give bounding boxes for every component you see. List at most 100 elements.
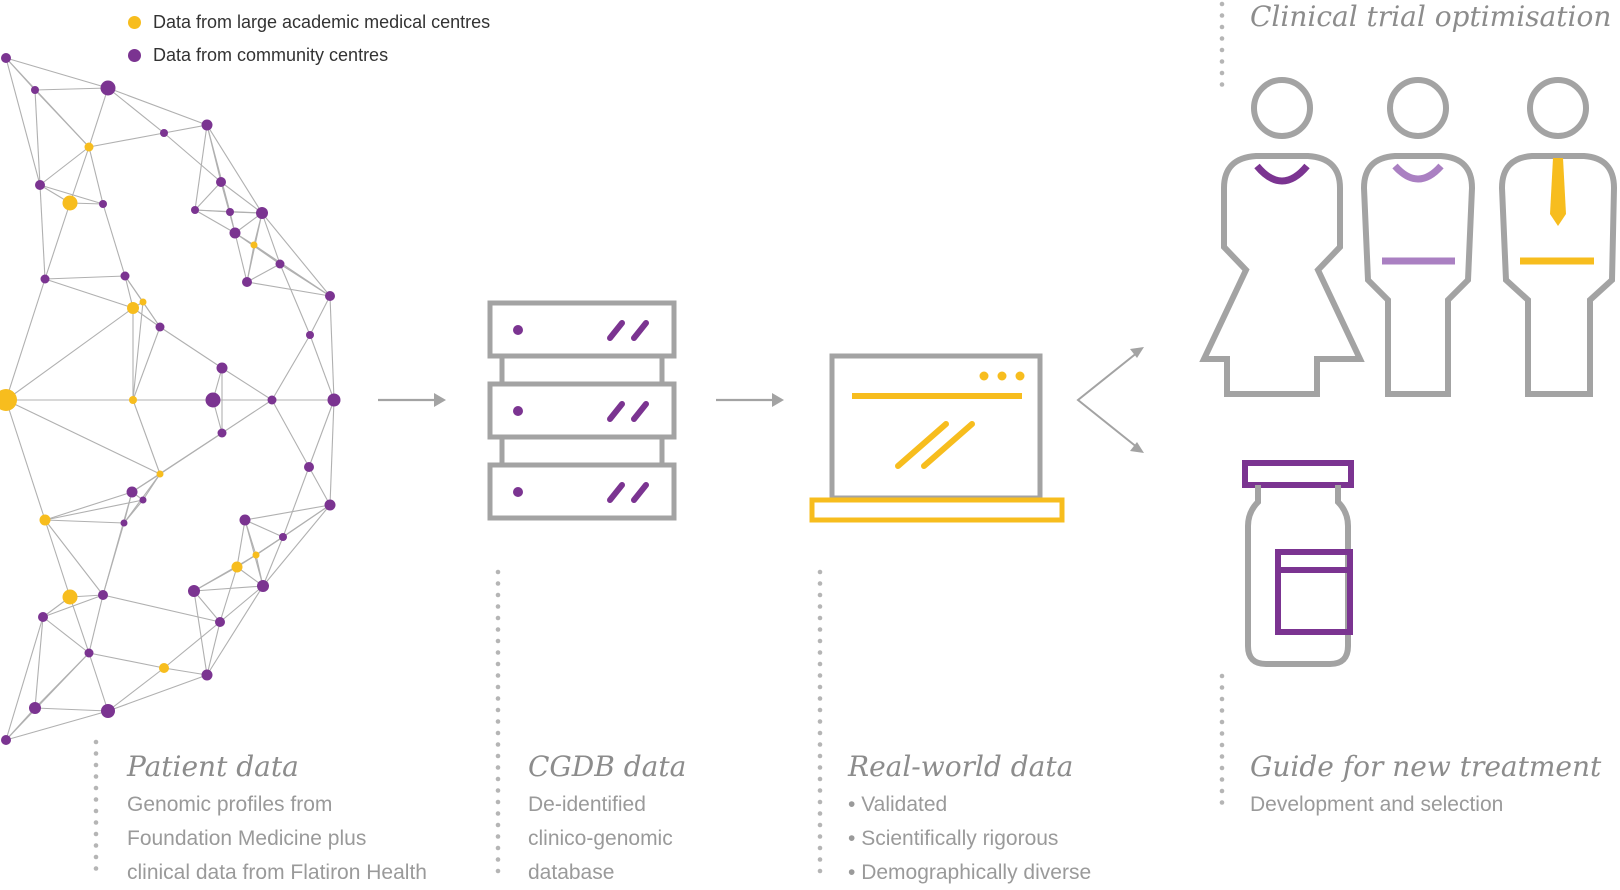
network-edge [44,278,134,309]
guide-dot [495,799,501,805]
network-edge [39,184,46,280]
guide-dot [495,627,501,632]
network-node [29,702,41,714]
guide-dot [93,854,99,860]
guide-dot [1219,673,1225,679]
network-edge [34,87,109,91]
network-node [242,277,252,287]
guide-dot [495,811,501,816]
network-node [99,200,107,208]
network-edge [246,281,331,297]
guide-dot [817,638,823,644]
cgdb-data-description: De-identified clinico-genomic database [528,788,673,890]
guide-dot [495,730,501,736]
guide-dot [1219,777,1225,782]
network-node [250,241,258,249]
network-edge [221,367,273,401]
network-edge [44,275,126,280]
guide-dot [495,776,501,782]
network-node [127,302,139,314]
network-edge [329,295,335,401]
network-edge [69,596,90,654]
network-edge [88,132,165,148]
guide-dot [817,834,823,839]
network-node [257,580,269,592]
guide-dot [495,707,501,713]
network-node [327,393,341,407]
network-edge [34,89,41,186]
network-node [201,119,213,131]
guide-dot [495,638,501,644]
guide-dot [495,857,501,862]
guide-dot [1219,708,1225,713]
guide-dot [495,650,501,655]
network-edge [194,209,236,234]
network-edge [5,399,161,475]
guide-dot [817,673,823,678]
network-edge [102,491,133,596]
guide-dot [93,866,99,871]
network-edge [88,146,104,205]
network-edge [107,674,208,712]
bullet-item: Scientifically rigorous [848,822,1091,856]
network-node [84,142,94,152]
guide-dot [495,615,501,621]
guide-dot [817,592,823,598]
network-edge [206,124,263,214]
new-treatment-heading: Guide for new treatment [1250,750,1602,783]
network-node [126,486,138,498]
guide-dot [1219,47,1225,53]
network-edge [131,432,223,493]
network-edge [262,536,284,587]
guide-dot [1219,754,1225,759]
network-edge [234,232,281,265]
network-edge [244,504,331,521]
network-edge [44,202,71,280]
network-edge [194,181,222,211]
network-node [191,206,199,214]
network-edge [163,621,221,669]
network-edge [5,616,44,741]
guide-dot [817,684,823,690]
network-node [229,227,241,239]
network-node [98,590,108,600]
guide-dot [817,776,823,782]
network-edge [163,132,222,183]
legend-item-community: Data from community centres [128,39,490,72]
network-edge [5,307,134,401]
person-male-icon [1498,77,1618,397]
guide-dot [495,719,501,724]
guide-dot [495,868,501,874]
network-edge [234,232,248,283]
network-edge [102,594,221,623]
guide-dot [1219,13,1225,18]
network-node [325,291,335,301]
network-node [129,396,137,404]
network-edge [220,181,263,214]
bullet-item: Validated [848,788,1091,822]
network-node [62,589,78,605]
guide-dot [817,696,823,701]
guide-dot [817,707,823,713]
network-node [304,462,314,472]
database-server-icon [487,300,677,521]
network-node [39,514,51,526]
network-edge [88,594,104,654]
network-node [252,551,260,559]
real-world-data-bullets: Validated Scientifically rigorous Demogr… [848,788,1091,890]
guide-dot [817,753,823,759]
guide-dot [93,751,99,756]
network-edge [107,667,165,712]
person-female-icon [1199,77,1365,397]
network-edge [282,466,310,538]
network-edge [42,616,90,654]
network-node [62,195,78,211]
network-edge [308,399,335,468]
guide-dot [93,762,99,768]
network-edge [34,707,109,712]
network-edge [102,203,126,277]
guide-dot [93,831,99,837]
network-edge [253,244,331,297]
network-node [256,207,268,219]
network-edge [123,499,144,524]
